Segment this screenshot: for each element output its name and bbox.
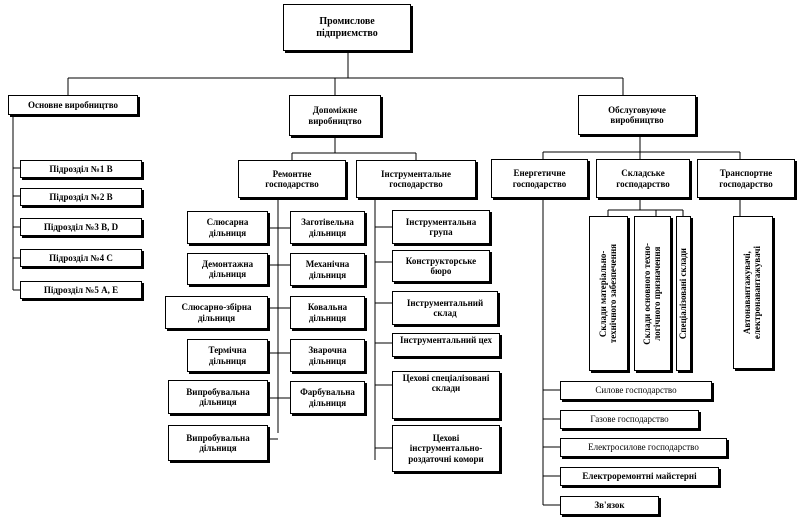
warehouse-item-label: Спеціалізовані склади (677, 247, 688, 340)
tooling-item-1: Інструментальна група (392, 210, 490, 244)
warehouse-item-label: Склади основного техно- логічного призна… (641, 242, 662, 345)
main-production-box: Основне виробництво (8, 95, 138, 115)
main-unit-3: Підрозділ №3 В, D (20, 218, 142, 236)
energy-item-3: Електросилове господарство (560, 438, 727, 457)
tooling-item-label: Конструкторське бюро (405, 255, 477, 276)
repair-section-left-6: Випробувальна дільниця (168, 425, 268, 461)
warehouse-item-label: Склади матеріально- технічного забезпече… (597, 243, 618, 344)
main-unit-label: Підрозділ №2 В (49, 191, 113, 202)
energy-item-label: Зв'язок (594, 500, 625, 511)
repair-facility-label: Ремонтне господарство (265, 168, 319, 189)
root-enterprise-box: Промислове підприємство (283, 4, 411, 51)
tooling-item-label: Інструментальний цех (399, 335, 493, 345)
service-production-label: Обслуговуюче виробництво (608, 104, 666, 125)
warehouse-item-2: Склади основного техно- логічного призна… (634, 216, 671, 371)
transport-item-label: Автонавантажувачі, електронавантажувачі (742, 245, 762, 340)
repair-section-label: Демонтажна дільниця (201, 258, 254, 279)
main-unit-1: Підрозділ №1 В (20, 160, 142, 178)
tooling-facility-box: Інструментальне господарство (356, 160, 476, 198)
tooling-facility-label: Інструментальне господарство (381, 168, 451, 189)
repair-section-label: Випробувальна дільниця (186, 432, 250, 453)
main-unit-label: Підрозділ №1 В (49, 163, 113, 174)
transport-facility-box: Транспортне господарство (697, 159, 795, 198)
main-unit-label: Підрозділ №3 В, D (43, 221, 119, 232)
main-unit-label: Підрозділ №4 С (49, 252, 113, 263)
energy-item-label: Електроремонтні майстерні (582, 471, 697, 482)
repair-facility-box: Ремонтне господарство (238, 160, 346, 198)
repair-section-right-5: Фарбувальна дільниця (290, 381, 365, 414)
repair-section-left-4: Термічна дільниця (187, 339, 268, 372)
repair-section-label: Слюсарно-збірна дільниця (181, 302, 252, 323)
tooling-item-label: Інструментальний склад (406, 297, 484, 318)
warehouse-item-1: Склади матеріально- технічного забезпече… (589, 216, 628, 371)
transport-item-1: Автонавантажувачі, електронавантажувачі (733, 216, 773, 369)
repair-section-right-3: Ковальна дільниця (290, 296, 365, 329)
root-enterprise-label: Промислове підприємство (316, 16, 378, 39)
main-unit-2: Підрозділ №2 В (20, 188, 142, 206)
auxiliary-production-label: Допоміжне виробництво (308, 105, 362, 126)
auxiliary-production-box: Допоміжне виробництво (289, 95, 381, 136)
energy-item-1: Силове господарство (560, 381, 712, 400)
warehouse-facility-label: Складське господарство (616, 168, 670, 189)
transport-facility-label: Транспортне господарство (719, 168, 773, 189)
energy-item-label: Електросилове господарство (588, 442, 699, 453)
main-unit-4: Підрозділ №4 С (20, 249, 142, 267)
service-production-box: Обслуговуюче виробництво (578, 95, 696, 135)
repair-section-label: Заготівельна дільниця (301, 217, 354, 238)
main-production-label: Основне виробництво (27, 99, 119, 110)
tooling-item-6: Цехові інструментально- роздаточні комор… (392, 425, 500, 472)
tooling-item-label: Інструментальна група (405, 216, 477, 237)
tooling-item-4: Інструментальний цех (392, 333, 500, 357)
tooling-item-5: Цехові спеціалізовані склади (392, 371, 500, 419)
main-unit-5: Підрозділ №5 А, Е (20, 281, 142, 299)
energy-item-label: Газове господарство (590, 414, 669, 425)
energy-facility-label: Енергетичне господарство (512, 168, 567, 189)
repair-section-label: Механічна дільниця (305, 259, 350, 280)
repair-section-label: Слюсарна дільниця (206, 217, 249, 238)
energy-facility-box: Енергетичне господарство (491, 159, 588, 198)
repair-section-left-1: Слюсарна дільниця (187, 211, 268, 244)
repair-section-right-2: Механічна дільниця (290, 253, 365, 286)
repair-section-left-3: Слюсарно-збірна дільниця (165, 296, 268, 329)
warehouse-facility-box: Складське господарство (596, 159, 690, 198)
repair-section-label: Фарбувальна дільниця (300, 387, 355, 408)
repair-section-label: Термічна дільниця (208, 345, 247, 366)
tooling-item-label: Цехові інструментально- роздаточні комор… (408, 432, 484, 464)
repair-section-label: Ковальна дільниця (307, 302, 348, 323)
energy-item-4: Електроремонтні майстерні (560, 467, 719, 486)
repair-section-right-4: Зварочна дільниця (290, 339, 365, 372)
tooling-item-3: Інструментальний склад (392, 291, 498, 325)
repair-section-right-1: Заготівельна дільниця (290, 211, 365, 244)
energy-item-label: Силове господарство (595, 385, 677, 396)
repair-section-left-2: Демонтажна дільниця (187, 253, 268, 285)
repair-section-label: Випробувальна дільниця (186, 386, 250, 407)
energy-item-2: Газове господарство (560, 410, 699, 429)
energy-item-5: Зв'язок (560, 496, 659, 515)
repair-section-label: Зварочна дільниця (308, 345, 347, 366)
main-unit-label: Підрозділ №5 А, Е (43, 284, 119, 295)
repair-section-left-5: Випробувальна дільниця (168, 380, 268, 414)
tooling-item-label: Цехові спеціалізовані склади (402, 373, 490, 394)
tooling-item-2: Конструкторське бюро (392, 250, 490, 282)
warehouse-item-3: Спеціалізовані склади (676, 216, 691, 371)
